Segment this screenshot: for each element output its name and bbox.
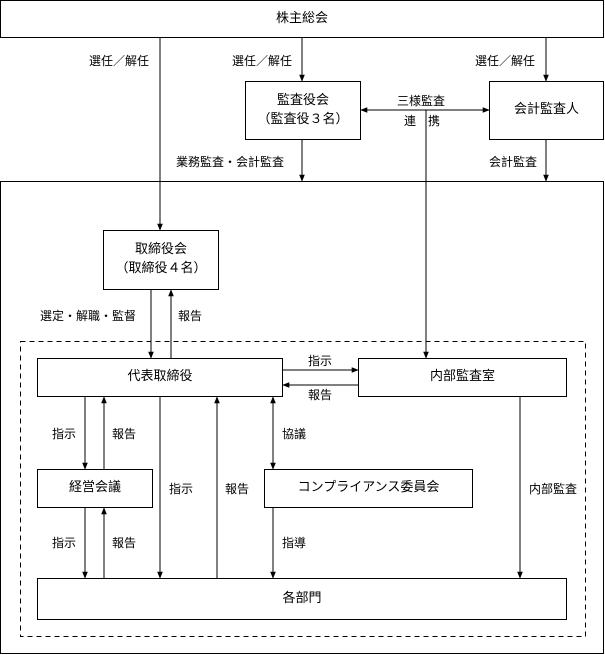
label-internal-audit: 内部監査 (529, 482, 578, 496)
president-box: 代表取締役 (37, 358, 283, 397)
shareholders-meeting-box: 株主総会 (0, 0, 604, 38)
label-elect-auditors: 選任／解任 (232, 54, 293, 68)
compliance-committee-label: コンプライアンス委員会 (297, 480, 440, 496)
board-count: （取締役４名） (115, 261, 207, 276)
executive-frame (20, 341, 586, 637)
compliance-committee-box: コンプライアンス委員会 (264, 469, 473, 508)
label-report-from-audit-office: 報告 (308, 388, 333, 402)
internal-audit-office-label: 内部監査室 (429, 369, 495, 385)
auditors-label: 監査役会 (276, 92, 329, 108)
label-instruct-audit-office: 指示 (308, 354, 333, 368)
board-label: 取締役会 (134, 242, 187, 258)
label-elect-board: 選任／解任 (89, 54, 150, 68)
management-meeting-box: 経営会議 (37, 469, 153, 508)
label-three-party-2: 連 携 (404, 114, 441, 128)
label-instruct-depts: 指示 (169, 482, 194, 496)
departments-label: 各部門 (282, 590, 322, 606)
management-meeting-label: 経営会議 (68, 480, 121, 496)
accounting-auditor-box: 会計監査人 (489, 81, 604, 140)
label-report-to-board: 報告 (178, 309, 203, 323)
president-label: 代表取締役 (127, 369, 193, 385)
label-report-to-mgmt: 報告 (112, 536, 137, 550)
internal-audit-office-box: 内部監査室 (358, 358, 567, 397)
label-report-mgmt: 報告 (112, 427, 137, 441)
label-instruct-from-mgmt: 指示 (52, 536, 77, 550)
label-instruct-mgmt: 指示 (52, 427, 77, 441)
shareholders-label: 株主総会 (275, 10, 328, 26)
auditors-board-box: 監査役会 （監査役３名） (245, 81, 361, 140)
label-select-dismiss: 選定・解職・監督 (40, 309, 137, 323)
auditors-count: （監査役３名） (257, 111, 349, 127)
label-elect-accounting: 選任／解任 (475, 54, 536, 68)
board-of-directors-box: 取締役会 （取締役４名） (103, 230, 219, 290)
label-guidance: 指導 (282, 536, 307, 550)
accounting-auditor-label: 会計監査人 (513, 102, 579, 118)
label-accounting-audit: 会計監査 (489, 155, 538, 169)
departments-box: 各部門 (37, 578, 567, 620)
label-consult: 協議 (282, 427, 307, 441)
label-report-depts: 報告 (225, 482, 250, 496)
label-three-party-1: 三様監査 (397, 94, 446, 108)
label-business-audit: 業務監査・会計監査 (176, 155, 285, 169)
